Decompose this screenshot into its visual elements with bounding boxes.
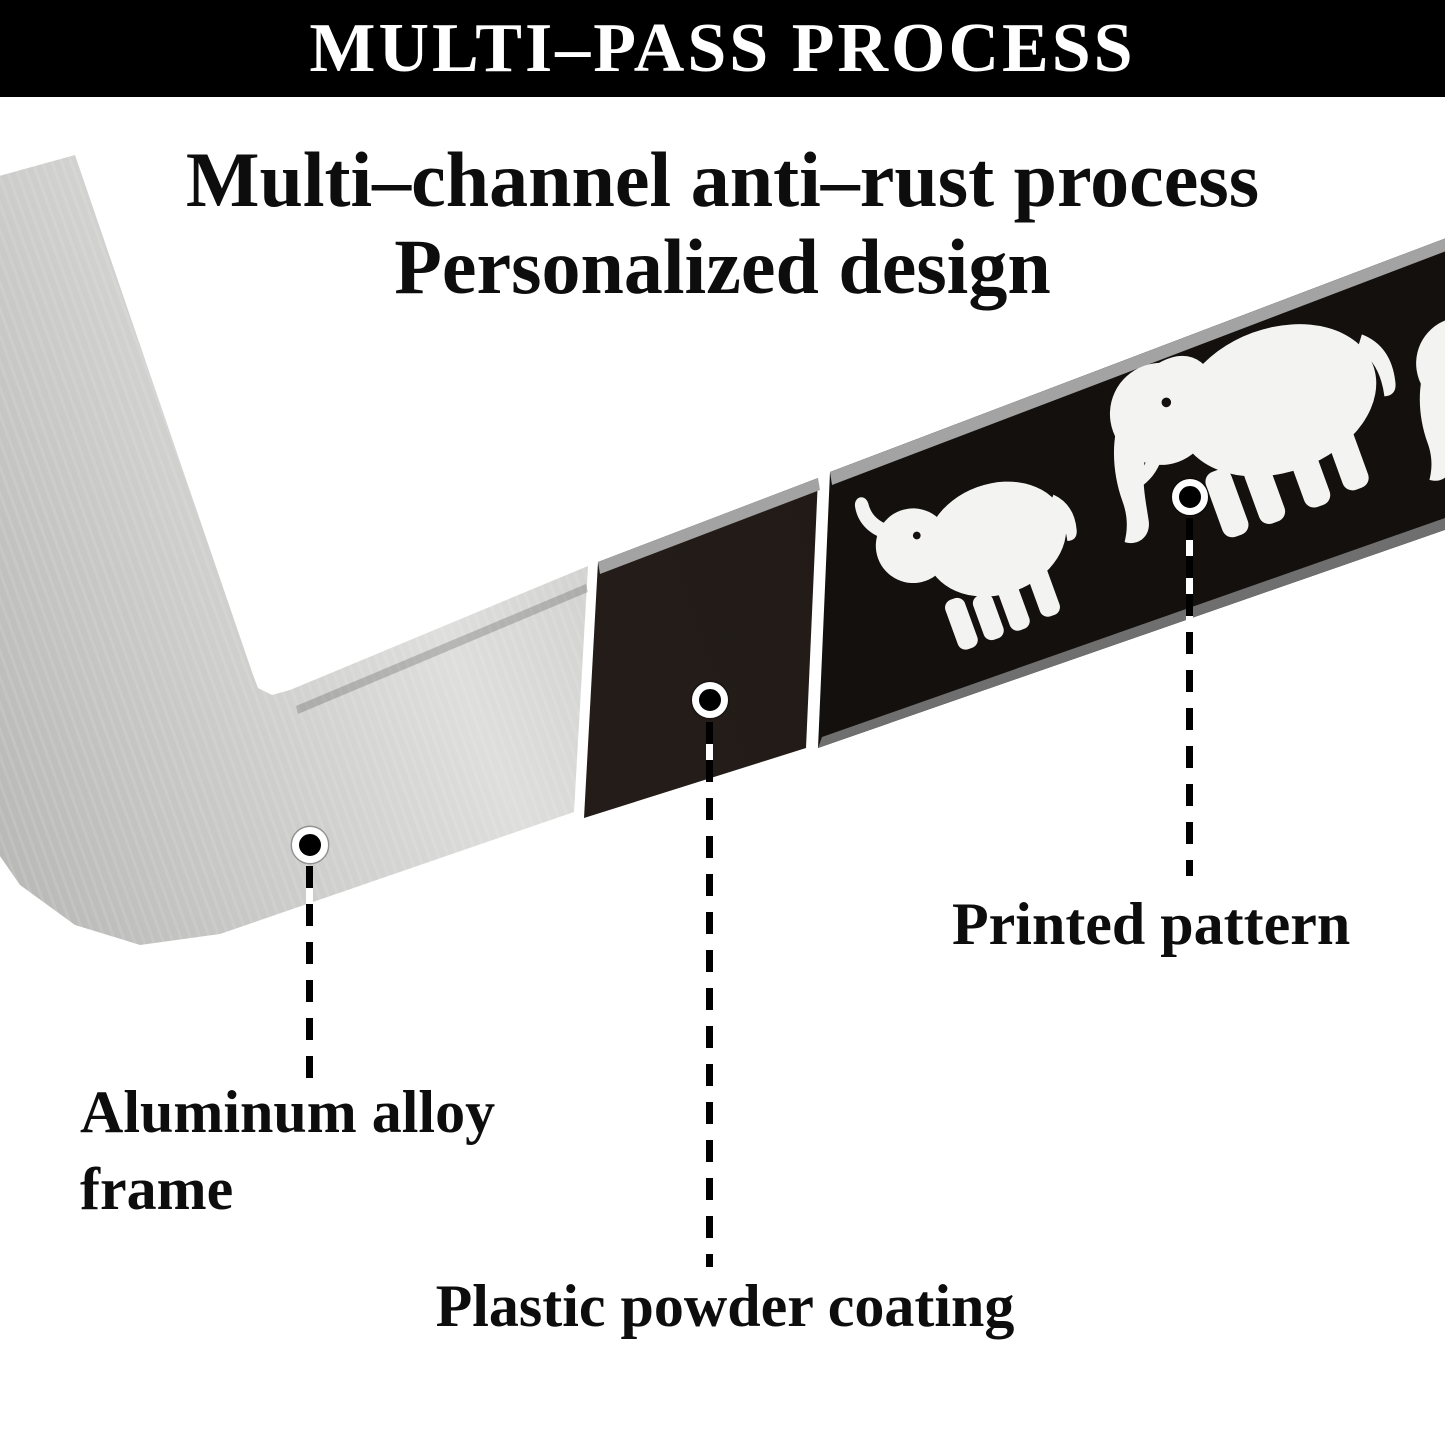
headline: Multi–channel anti–rust process Personal… (0, 136, 1445, 311)
header-banner: MULTI–PASS PROCESS (0, 0, 1445, 97)
headline-line2: Personalized design (394, 223, 1051, 311)
aluminum-callout-line (306, 866, 313, 1078)
coating-callout-label: Plastic powder coating (435, 1273, 1015, 1339)
adult-elephant-icon (1059, 249, 1445, 587)
aluminum-callout-dot (292, 827, 328, 863)
coating-callout-dot (692, 682, 728, 718)
pattern-callout-dot (1172, 479, 1208, 515)
coating-callout-line (706, 722, 713, 1267)
aluminum-callout-label: Aluminum alloy frame (80, 1079, 496, 1222)
headline-line1: Multi–channel anti–rust process (185, 136, 1260, 223)
partial-elephant-icon (1370, 232, 1445, 521)
baby-elephant-icon (834, 418, 1121, 680)
pattern-callout-label: Printed pattern (952, 891, 1351, 957)
pattern-callout-line (1186, 518, 1193, 876)
header-title: MULTI–PASS PROCESS (309, 9, 1136, 87)
